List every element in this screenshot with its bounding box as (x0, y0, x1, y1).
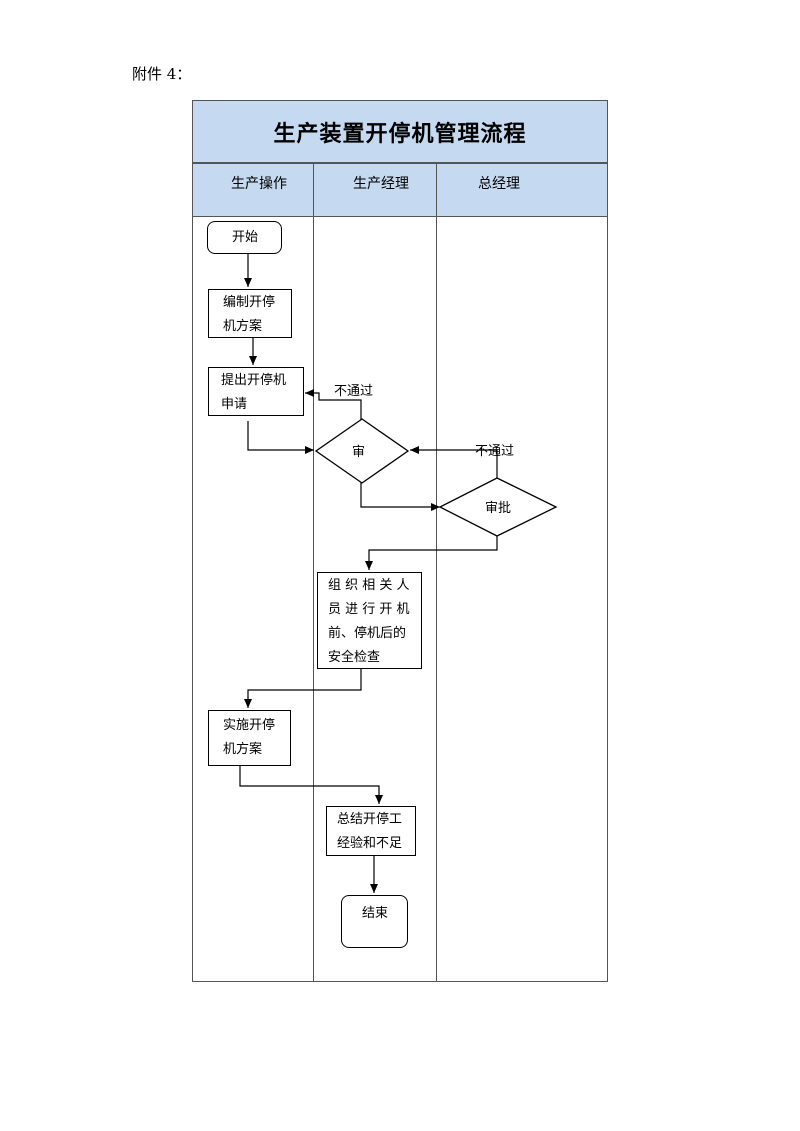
review-reject-label: 不通过 (334, 384, 374, 399)
connector-implement-to-summarize (239, 766, 383, 804)
safety-check-line-2: 员 进 行 开 机 (328, 602, 410, 617)
summarize-line-1: 总结开停工 (337, 812, 403, 827)
connector-approve-to-check (365, 536, 498, 570)
lane-header-production-manager: 生产经理 (313, 163, 437, 217)
safety-check-node: 组 织 相 关 人 员 进 行 开 机 前、停机后的 安全检查 (317, 572, 422, 669)
prepare-plan-node: 编制开停 机方案 (208, 289, 292, 338)
approve-reject-label: 不通过 (475, 444, 515, 459)
lane-label: 生产经理 (353, 176, 409, 192)
lane-label: 总经理 (478, 176, 520, 192)
end-label: 结束 (362, 906, 389, 921)
start-node: 开始 (207, 221, 282, 254)
connector-approve-reject (410, 446, 498, 478)
start-label: 开始 (232, 230, 259, 245)
implement-plan-line-1: 实施开停 (223, 718, 276, 733)
decision-approve (438, 477, 558, 537)
implement-plan-line-2: 机方案 (223, 742, 263, 757)
lane-label: 生产操作 (231, 176, 287, 192)
approve-label: 审批 (485, 501, 512, 516)
decision-review (314, 418, 410, 484)
attachment-label: 附件 4： (132, 65, 192, 83)
safety-check-line-1: 组 织 相 关 人 (328, 578, 410, 593)
connector-check-to-implement (244, 669, 362, 708)
connector-submit-to-review (247, 421, 314, 454)
safety-check-line-4: 安全检查 (328, 650, 381, 665)
summarize-line-2: 经验和不足 (337, 836, 403, 851)
end-node: 结束 (341, 895, 408, 948)
implement-plan-node: 实施开停 机方案 (208, 710, 291, 766)
review-label: 审 (352, 445, 366, 460)
connector-review-to-approve (360, 482, 440, 511)
submit-request-line-1: 提出开停机 (221, 373, 287, 388)
submit-request-node: 提出开停机 申请 (208, 367, 304, 416)
safety-check-line-3: 前、停机后的 (328, 626, 407, 641)
summarize-node: 总结开停工 经验和不足 (326, 806, 416, 856)
connector-review-reject (305, 389, 362, 421)
prepare-plan-line-2: 机方案 (223, 319, 263, 334)
lane-general-manager (436, 216, 608, 982)
lane-header-general-manager: 总经理 (436, 163, 608, 217)
prepare-plan-line-1: 编制开停 (223, 295, 276, 310)
submit-request-line-2: 申请 (221, 397, 248, 412)
flowchart-title: 生产装置开停机管理流程 (192, 100, 608, 163)
